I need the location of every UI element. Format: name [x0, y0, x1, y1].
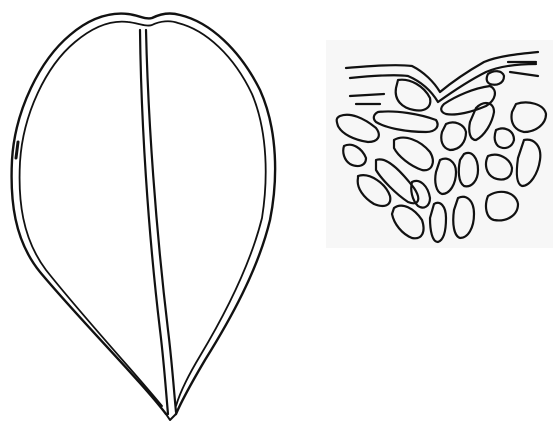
cell-detail-drawing [326, 40, 553, 248]
cell-detail-panel [326, 40, 553, 248]
leaf-apex-notch [166, 414, 176, 420]
leaf-drawing [12, 14, 276, 420]
leaf-midrib-left [140, 30, 168, 414]
leaf-margin-mark [16, 142, 18, 158]
leaf-inner-margin [20, 21, 266, 406]
leaf-midrib-right [146, 30, 176, 412]
leaf-outer-margin [12, 14, 276, 414]
